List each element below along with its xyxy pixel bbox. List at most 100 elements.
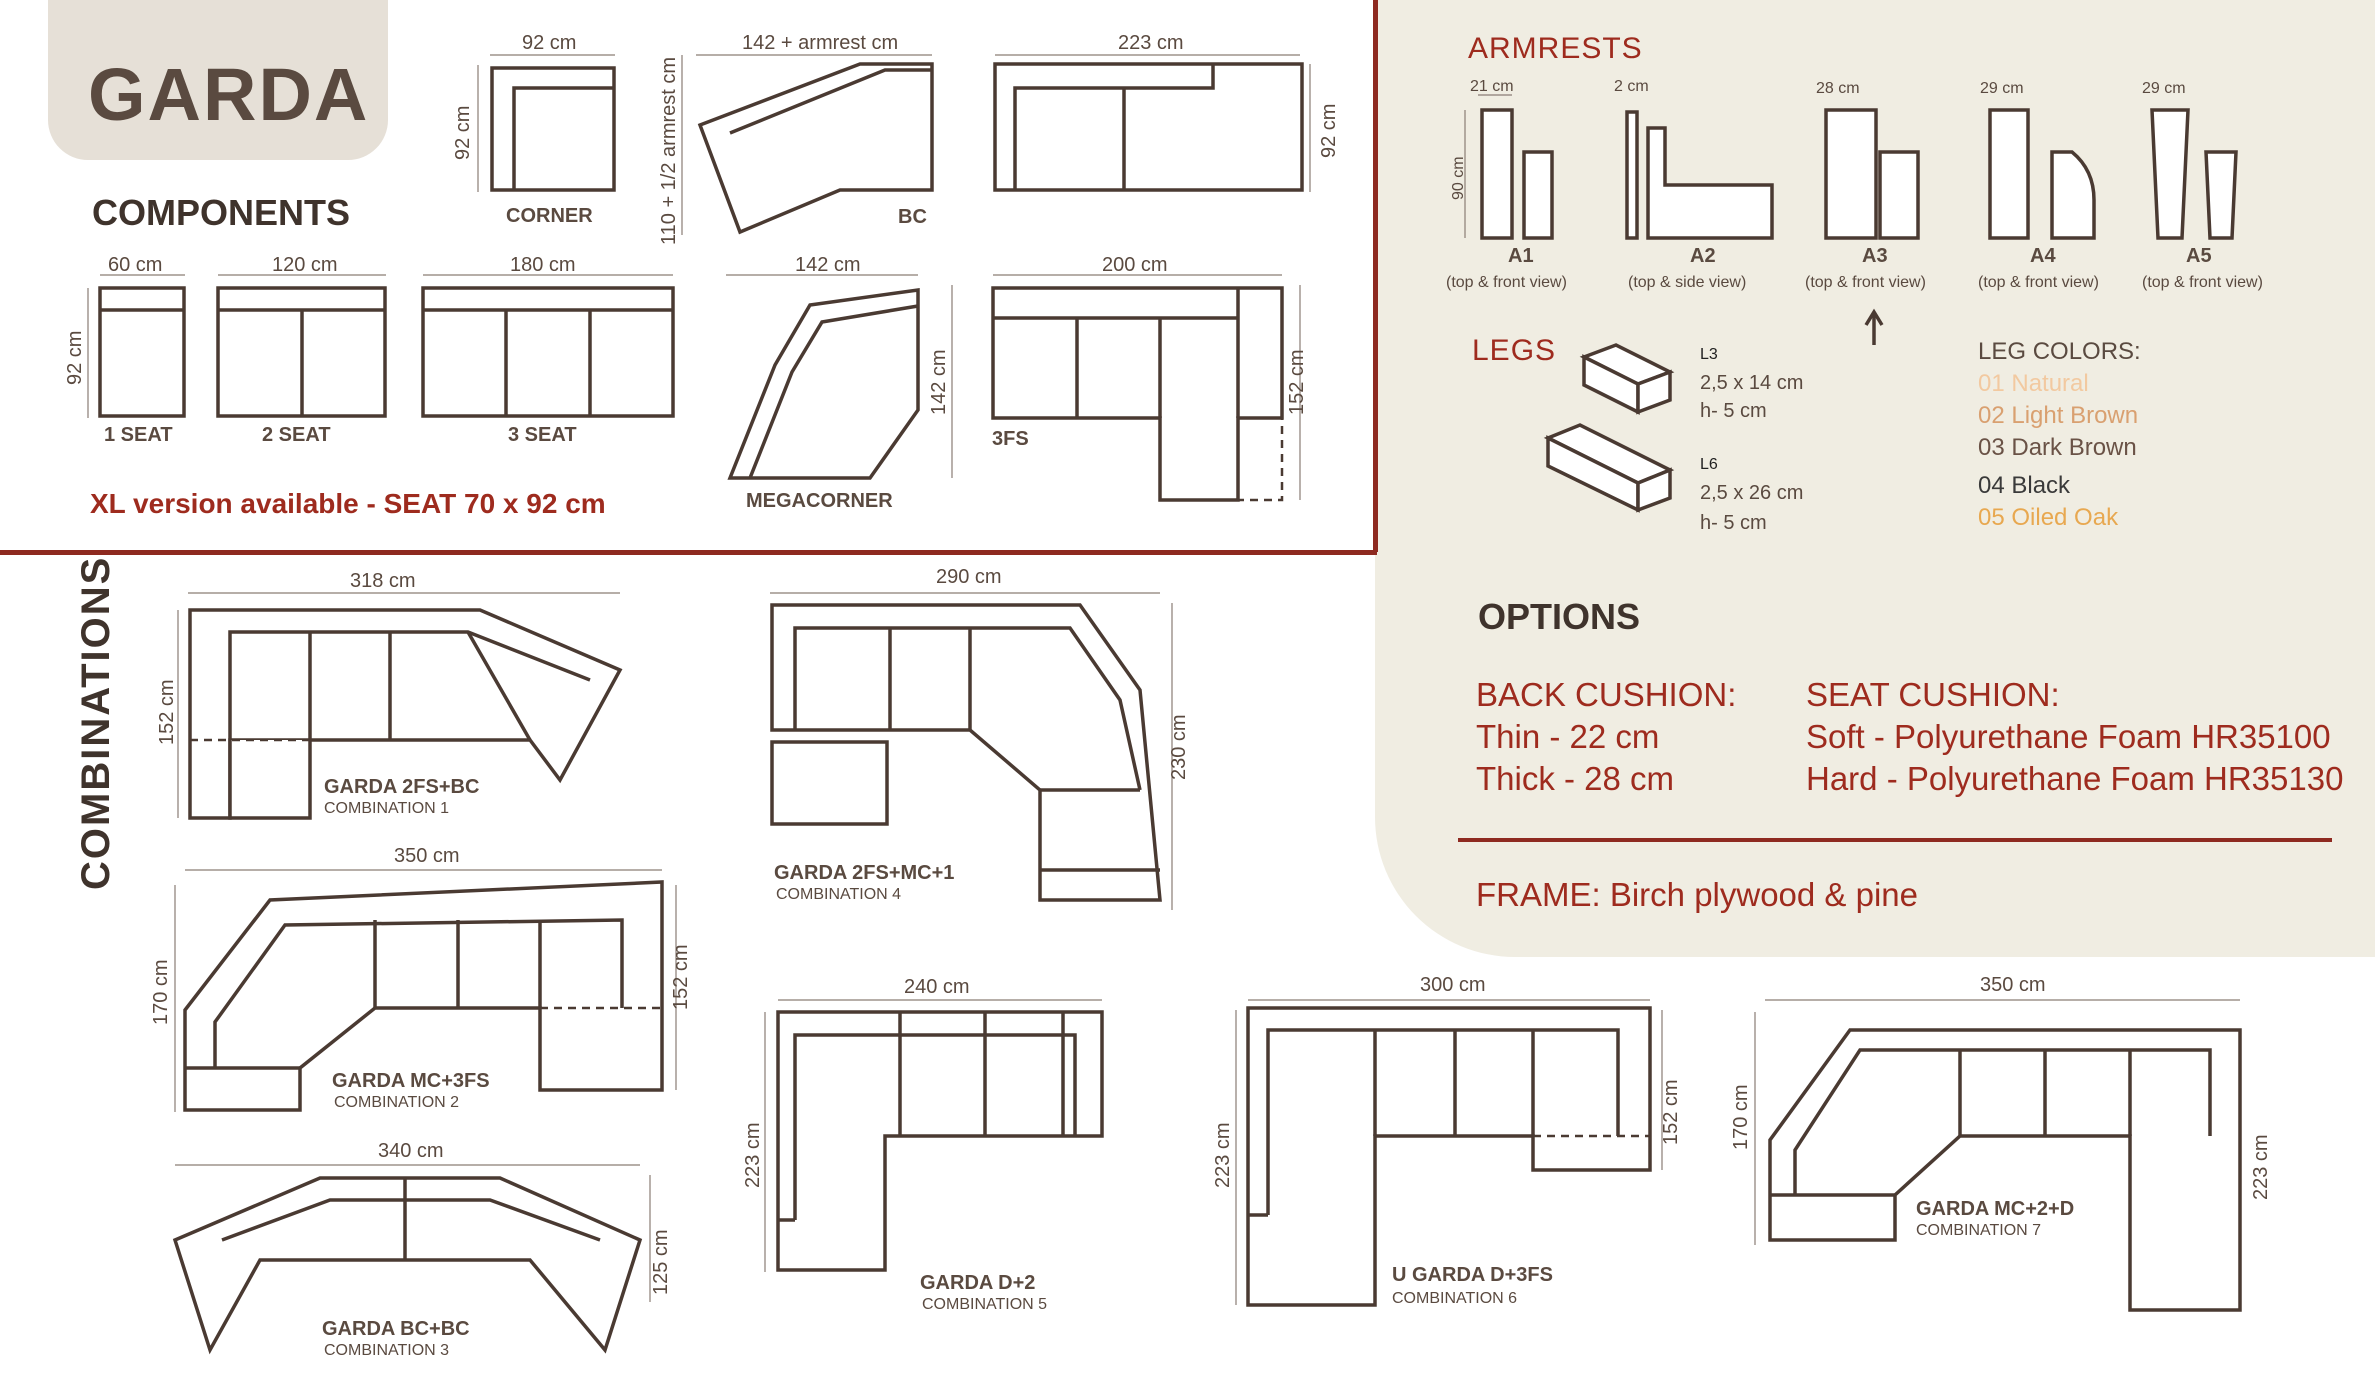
long-unit-depth: 92 cm xyxy=(1318,103,1340,158)
seat-cushion-label: SEAT CUSHION: xyxy=(1806,676,2060,713)
legs-title: LEGS xyxy=(1472,334,1557,367)
frame-note: FRAME: Birch plywood & pine xyxy=(1476,876,1919,913)
corner-depth: 92 cm xyxy=(452,105,474,160)
armrest-a3-width: 28 cm xyxy=(1816,80,1860,97)
armrest-height: 90 cm xyxy=(1450,156,1467,200)
vertical-divider xyxy=(1373,0,1378,552)
three-fs-depth: 152 cm xyxy=(1286,349,1308,415)
comb1-name: GARDA 2FS+BC xyxy=(324,776,480,798)
bc-drawing xyxy=(681,54,934,235)
armrest-a1-code: A1 xyxy=(1508,245,1534,267)
combination-4-drawing xyxy=(770,592,1173,910)
components-title: COMPONENTS xyxy=(92,192,351,233)
leg-color-03: 03 Dark Brown xyxy=(1978,434,2137,461)
armrest-a2-code: A2 xyxy=(1690,245,1716,267)
back-cushion-label: BACK CUSHION: xyxy=(1476,676,1737,713)
megacorner-depth: 142 cm xyxy=(928,349,950,415)
comb6-depth-right: 152 cm xyxy=(1660,1079,1682,1145)
options-divider xyxy=(1458,838,2332,842)
one-seat-drawing xyxy=(87,274,186,418)
armrests-title: ARMRESTS xyxy=(1468,32,1643,65)
legs-drawings xyxy=(1543,343,1675,513)
armrest-a5-width: 29 cm xyxy=(2142,80,2186,97)
armrest-a1-view: (top & front view) xyxy=(1446,274,1567,291)
three-seat-label: 3 SEAT xyxy=(508,424,577,446)
comb7-depth: 170 cm xyxy=(1730,1084,1752,1150)
armrest-a5-view: (top & front view) xyxy=(2142,274,2263,291)
leg-l3-height: h- 5 cm xyxy=(1700,400,1767,422)
armrests-legs-panel xyxy=(1377,0,2375,552)
three-fs-label: 3FS xyxy=(992,428,1029,450)
three-fs-drawing xyxy=(991,274,1301,502)
comb1-sub: COMBINATION 1 xyxy=(324,800,450,817)
one-seat-label: 1 SEAT xyxy=(104,424,173,446)
comb7-name: GARDA MC+2+D xyxy=(1916,1198,2075,1220)
comb7-sub: COMBINATION 7 xyxy=(1916,1222,2042,1239)
leg-l3-code: L3 xyxy=(1700,346,1718,363)
combination-6-drawing xyxy=(1235,999,1663,1307)
comb6-name: U GARDA D+3FS xyxy=(1392,1264,1553,1286)
comb7-depth-right: 223 cm xyxy=(2250,1134,2272,1200)
seat-cushion-hard: Hard - Polyurethane Foam HR35130 xyxy=(1806,760,2344,797)
megacorner-width: 142 cm xyxy=(795,254,861,276)
leg-l6-code: L6 xyxy=(1700,456,1718,473)
comb3-name: GARDA BC+BC xyxy=(322,1318,470,1340)
comb2-width: 350 cm xyxy=(394,845,460,867)
back-cushion-thin: Thin - 22 cm xyxy=(1476,718,1660,755)
combinations-title: COMBINATIONS xyxy=(74,555,118,890)
comb2-name: GARDA MC+3FS xyxy=(332,1070,490,1092)
two-seat-drawing xyxy=(216,274,387,418)
armrest-a3-view: (top & front view) xyxy=(1805,274,1926,291)
two-seat-label: 2 SEAT xyxy=(262,424,331,446)
one-seat-width: 60 cm xyxy=(108,254,163,276)
armrest-a1-width: 21 cm xyxy=(1470,78,1514,95)
bc-depth: 110 + 1/2 armrest cm xyxy=(658,56,680,245)
armrests-drawings xyxy=(1464,94,2238,345)
one-seat-depth: 92 cm xyxy=(64,330,86,385)
armrest-a2-view: (top & side view) xyxy=(1628,274,1747,291)
long-unit-drawing xyxy=(993,54,1311,192)
combination-7-drawing xyxy=(1754,999,2242,1312)
armrest-a4-width: 29 cm xyxy=(1980,80,2024,97)
corner-drawing xyxy=(477,54,616,192)
options-panel xyxy=(1375,552,2375,957)
combination-2-drawing xyxy=(174,869,677,1112)
three-fs-width: 200 cm xyxy=(1102,254,1168,276)
comb3-width: 340 cm xyxy=(378,1140,444,1162)
leg-color-02: 02 Light Brown xyxy=(1978,402,2139,429)
comb2-sub: COMBINATION 2 xyxy=(334,1094,460,1111)
combination-3-drawing xyxy=(172,1164,651,1355)
comb5-width: 240 cm xyxy=(904,976,970,998)
comb2-depth: 170 cm xyxy=(150,959,172,1025)
combination-1-drawing xyxy=(177,592,623,820)
comb2-depth-right: 152 cm xyxy=(670,944,692,1010)
leg-color-01: 01 Natural xyxy=(1978,370,2089,397)
leg-color-04: 04 Black xyxy=(1978,472,2071,499)
seat-cushion-soft: Soft - Polyurethane Foam HR35100 xyxy=(1806,718,2331,755)
combination-5-drawing xyxy=(764,999,1104,1272)
comb1-depth: 152 cm xyxy=(156,679,178,745)
comb6-width: 300 cm xyxy=(1420,974,1486,996)
options-title: OPTIONS xyxy=(1478,596,1641,637)
comb1-width: 318 cm xyxy=(350,570,416,592)
comb4-sub: COMBINATION 4 xyxy=(776,886,902,903)
brand-tab xyxy=(48,0,388,160)
comb5-sub: COMBINATION 5 xyxy=(922,1296,1048,1313)
armrest-a4-code: A4 xyxy=(2030,245,2056,267)
horizontal-divider xyxy=(0,550,1377,555)
leg-color-05: 05 Oiled Oak xyxy=(1978,504,2119,531)
comb6-sub: COMBINATION 6 xyxy=(1392,1290,1518,1307)
comb3-depth: 125 cm xyxy=(650,1229,672,1295)
corner-width: 92 cm xyxy=(522,32,577,54)
brand-title: GARDA xyxy=(88,53,370,136)
leg-l6-size: 2,5 x 26 cm xyxy=(1700,482,1804,504)
corner-label: CORNER xyxy=(506,205,593,227)
megacorner-drawing xyxy=(726,274,953,480)
comb4-name: GARDA 2FS+MC+1 xyxy=(774,862,955,884)
two-seat-width: 120 cm xyxy=(272,254,338,276)
armrest-a4-view: (top & front view) xyxy=(1978,274,2099,291)
comb5-name: GARDA D+2 xyxy=(920,1272,1036,1294)
comb3-sub: COMBINATION 3 xyxy=(324,1342,450,1359)
megacorner-label: MEGACORNER xyxy=(746,490,893,512)
